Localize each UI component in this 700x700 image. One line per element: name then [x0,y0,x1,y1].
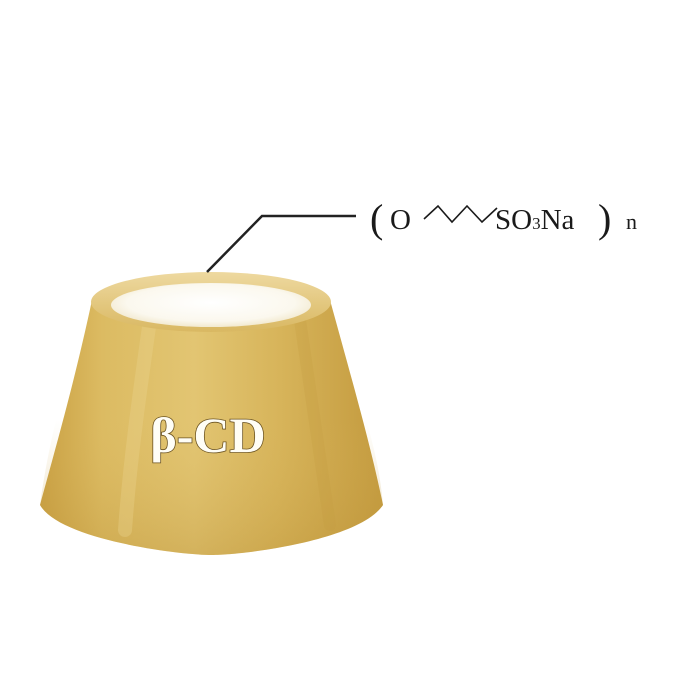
sulfonate-subscript: 3 [532,214,541,233]
substituent-formula: ( O SO3Na ) n [370,196,637,241]
repeat-count: n [626,209,637,234]
cyclodextrin-cone [40,272,383,555]
cone-bottom-shade [40,420,383,555]
sulfonate-so: SO [495,204,532,236]
close-paren: ) [598,196,611,241]
cone-highlight [118,313,157,537]
cone-shadow-streak [294,314,336,531]
sulfonate-group: SO3Na [495,204,575,236]
sodium-counterion: Na [541,204,575,236]
open-paren: ( [370,196,383,241]
cyclodextrin-label: β-CD [150,407,265,463]
connector-line [206,214,356,273]
cone-cavity [111,283,311,327]
alkyl-chain [423,204,498,224]
oxygen-atom: O [390,204,411,236]
